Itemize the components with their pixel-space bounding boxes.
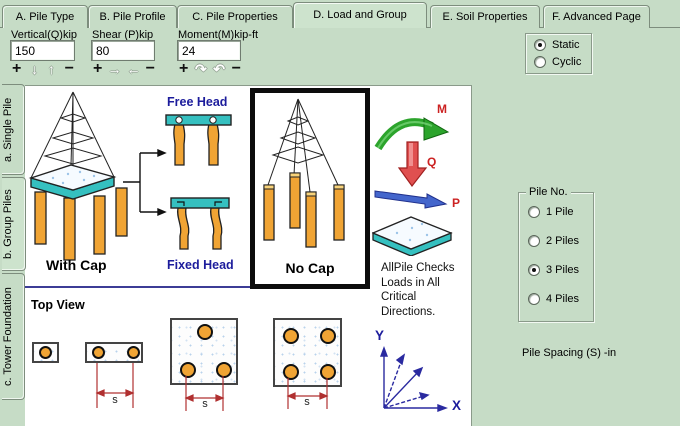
pile-circle — [216, 362, 232, 378]
shear-arrow-label: P — [452, 196, 461, 210]
one-pile-radio-row[interactable]: 1 Pile — [528, 206, 574, 218]
minus-icon[interactable]: − — [231, 60, 241, 77]
cyclic-radio[interactable] — [534, 56, 546, 68]
pile-no-group-title: Pile No. — [526, 186, 571, 198]
static-radio-label: Static — [552, 39, 580, 51]
plus-icon[interactable]: + — [179, 60, 189, 77]
shear-load-label: Shear (P)kip — [92, 29, 154, 41]
tab-soil-properties[interactable]: E. Soil Properties — [430, 5, 540, 28]
tab-advanced-page[interactable]: F. Advanced Page — [543, 5, 650, 28]
two-piles-radio[interactable] — [528, 235, 540, 247]
pile-circle — [283, 328, 299, 344]
loads-direction-drawing — [372, 117, 453, 256]
top-view-2-piles — [85, 342, 143, 363]
load-directions-axes — [379, 346, 448, 413]
two-piles-radio-row[interactable]: 2 Piles — [528, 235, 579, 247]
branch-arrows — [123, 148, 167, 217]
page-tab-bar: A. Pile Type B. Pile Profile C. Pile Pro… — [2, 2, 650, 28]
minus-icon[interactable]: − — [64, 60, 74, 77]
up-arrow-icon: ↑ — [47, 61, 55, 77]
group-piles-page — [25, 85, 472, 426]
no-cap-label: No Cap — [285, 260, 335, 276]
pile-circle — [320, 328, 336, 344]
pile-circle — [180, 362, 196, 378]
side-tab-group-piles[interactable]: b. Group Piles — [2, 177, 26, 271]
down-arrow-icon: ↓ — [31, 61, 39, 77]
right-arrow-icon: → — [107, 61, 122, 77]
vertical-arrow-label: Q — [427, 155, 437, 169]
fixed-head-label: Fixed Head — [167, 258, 234, 272]
cyclic-radio-row[interactable]: Cyclic — [534, 56, 581, 68]
shear-load-spinner[interactable]: + → ← − — [93, 60, 155, 77]
tab-pile-type[interactable]: A. Pile Type — [2, 5, 88, 28]
x-axis-label: X — [452, 398, 462, 413]
one-pile-radio[interactable] — [528, 206, 540, 218]
four-piles-radio-row[interactable]: 4 Piles — [528, 293, 579, 305]
pile-circle — [283, 364, 299, 380]
free-head-label: Free Head — [167, 95, 228, 109]
allpile-note: AllPile Checks Loads in All Critical Dir… — [381, 261, 455, 319]
pile-circle — [39, 346, 52, 359]
three-piles-radio-label: 3 Piles — [546, 264, 580, 276]
tab-pile-properties[interactable]: C. Pile Properties — [177, 5, 293, 28]
pile-circle — [197, 324, 213, 340]
four-piles-radio-label: 4 Piles — [546, 293, 580, 305]
one-pile-radio-label: 1 Pile — [546, 206, 574, 218]
three-piles-radio-row[interactable]: 3 Piles — [528, 264, 579, 276]
top-view-label: Top View — [31, 298, 85, 312]
spacing-dimension-2 — [95, 363, 135, 408]
note-line: Critical — [381, 291, 417, 303]
moment-arrow-label: M — [437, 102, 447, 116]
spacing-s-label: s — [112, 394, 118, 406]
spacing-s-label: s — [202, 398, 208, 410]
with-cap-drawing[interactable] — [28, 88, 144, 268]
static-radio-row[interactable]: Static — [534, 39, 580, 51]
spacing-s-label: s — [304, 396, 310, 408]
side-tab-tower-foundation[interactable]: c. Tower Foundation — [2, 273, 25, 400]
pile-circle — [320, 364, 336, 380]
side-tab-single-pile[interactable]: a. Single Pile — [2, 84, 25, 175]
y-axis-label: Y — [375, 328, 385, 343]
shear-load-input[interactable]: 80 — [91, 40, 155, 61]
plus-icon[interactable]: + — [93, 60, 103, 77]
top-view-4-piles — [273, 318, 342, 387]
minus-icon[interactable]: − — [145, 60, 155, 77]
left-arrow-icon: ← — [126, 61, 141, 77]
pile-circle — [127, 346, 140, 359]
two-piles-radio-label: 2 Piles — [546, 235, 580, 247]
static-radio[interactable] — [534, 39, 546, 51]
note-line: AllPile Checks — [381, 262, 455, 274]
spacing-dimension-3 — [184, 376, 225, 411]
fixed-head-drawing[interactable] — [170, 196, 232, 252]
rotate-cw-arrow-icon: ↷ — [194, 61, 207, 77]
tab-pile-profile[interactable]: B. Pile Profile — [88, 5, 177, 28]
moment-load-spinner[interactable]: + ↷ ↶ − — [179, 60, 241, 77]
moment-load-label: Moment(M)kip-ft — [178, 29, 259, 41]
note-line: Loads in All — [381, 276, 440, 289]
top-view-3-piles — [170, 318, 238, 385]
section-divider — [25, 286, 253, 288]
spacing-dimension-4 — [286, 378, 329, 409]
tab-load-and-group[interactable]: D. Load and Group — [293, 2, 427, 28]
three-piles-radio[interactable] — [528, 264, 540, 276]
pile-no-group: Pile No. 1 Pile 2 Piles 3 Piles 4 Piles — [518, 186, 594, 322]
with-cap-label: With Cap — [46, 257, 107, 273]
four-piles-radio[interactable] — [528, 293, 540, 305]
vertical-load-label: Vertical(Q)kip — [11, 29, 78, 41]
load-type-group: Static Cyclic — [525, 33, 592, 74]
cyclic-radio-label: Cyclic — [552, 56, 582, 68]
note-line: Directions. — [381, 305, 436, 318]
pile-spacing-label: Pile Spacing (S) -in — [522, 347, 617, 359]
pile-circle — [92, 346, 105, 359]
rotate-ccw-arrow-icon: ↶ — [213, 61, 226, 77]
no-cap-option[interactable]: No Cap — [250, 88, 370, 289]
plus-icon[interactable]: + — [12, 60, 22, 77]
top-view-1-pile — [32, 342, 59, 363]
moment-load-input[interactable]: 24 — [177, 40, 241, 61]
free-head-drawing[interactable] — [165, 112, 233, 170]
vertical-load-input[interactable]: 150 — [10, 40, 75, 61]
no-cap-drawing — [263, 98, 345, 248]
vertical-load-spinner[interactable]: + ↓ ↑ − — [12, 60, 74, 77]
